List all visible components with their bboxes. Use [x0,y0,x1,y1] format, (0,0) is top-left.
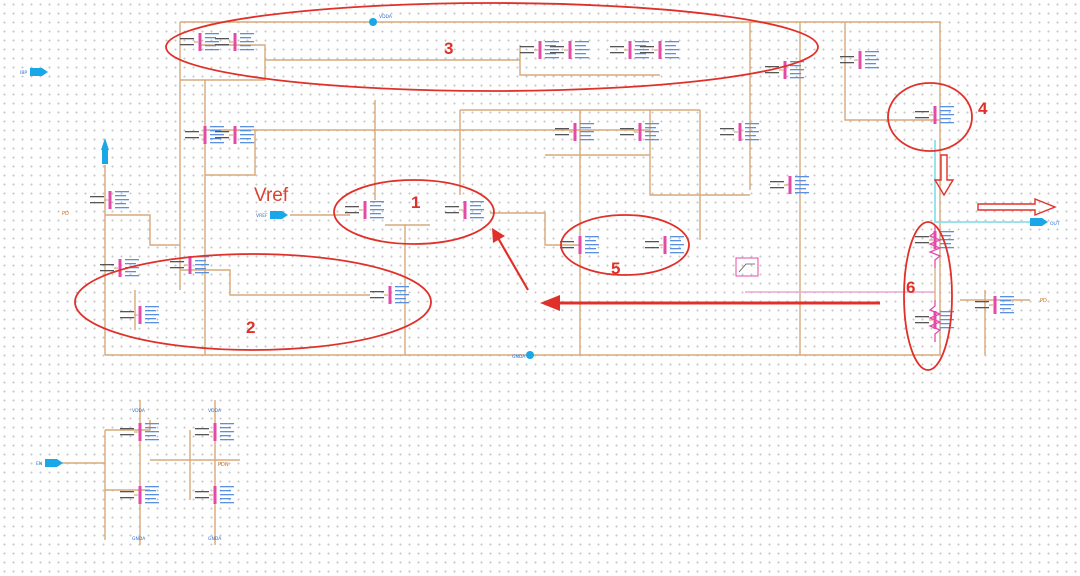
transistor-symbol[interactable] [975,296,1014,314]
transistor-symbol[interactable] [120,486,159,504]
vref-annotation: Vref [254,185,289,206]
region-2-label: 2 [246,318,255,337]
feedback-arrow-head [540,295,560,311]
wire-dp-b [490,212,580,246]
svg-text:GNDA: GNDA [512,354,526,360]
mirror-wire-b [519,45,660,76]
transistor-symbol[interactable] [720,123,759,141]
gnda-b1-label: GNDA [132,536,146,542]
wire-right-c [844,22,940,121]
svg-text:VDDA: VDDA [379,14,393,20]
transistors [90,33,1014,504]
switch-glyph [738,263,755,273]
transistor-symbol[interactable] [645,236,684,254]
transistor-symbol[interactable] [520,41,559,59]
switch-box [735,257,759,277]
transistor-symbol[interactable] [90,191,129,209]
resistors [928,225,942,342]
region-3-label: 3 [444,39,453,58]
pin-gnda-bottom[interactable]: GNDA [512,351,534,360]
transistor-symbol[interactable] [180,33,219,51]
vdda-b2-label: VDDA [208,408,222,414]
transistor-symbol[interactable] [555,123,594,141]
transistor-symbol[interactable] [560,236,599,254]
wires [60,21,1030,545]
region-1-ellipse [333,179,495,245]
transistor-symbol[interactable] [185,126,224,144]
region-4-label: 4 [978,99,988,118]
transistor-symbol[interactable] [610,41,649,59]
pin-left-bottom[interactable]: EN [36,459,63,467]
pdn-label: PDN [218,462,229,468]
pin-top-left-supply[interactable] [101,138,109,164]
transistor-symbol[interactable] [195,423,234,441]
transistor-symbol[interactable] [120,423,159,441]
svg-text:VREF: VREF [256,213,268,219]
transistor-symbol[interactable] [370,286,409,304]
down-hollow-arrow [933,154,955,197]
mirror-wire-a [180,44,266,81]
svg-text:OUT: OUT [1050,221,1060,227]
transistor-symbol[interactable] [345,201,384,219]
cyan-wire [934,140,1030,223]
pin-left-top[interactable]: IBP [20,68,48,76]
region-1-label: 1 [411,193,420,212]
svg-text:IBP: IBP [20,70,27,76]
vdda-b1-label: VDDA [132,408,146,414]
resistor-bottom [928,300,942,342]
transistor-symbol[interactable] [770,176,809,194]
gnda-b2-label: GNDA [208,536,222,542]
transistor-symbol[interactable] [215,33,254,51]
diag-arrow-line [497,237,529,291]
annotations: 3 1 2 5 4 6 Vref [74,2,1057,371]
region-6-ellipse [903,221,953,371]
transistor-symbol[interactable] [120,306,159,324]
pin-out[interactable]: OUT [1030,218,1060,227]
wire-left-b [105,214,180,246]
region-4-ellipse [887,82,973,152]
output-path [934,140,1030,223]
region-6-label: 6 [906,278,915,297]
region-2-ellipse [74,253,432,351]
pd-left-label: PD [62,211,69,217]
transistor-symbol[interactable] [840,51,879,69]
pin-vref[interactable]: VREF [256,211,288,219]
region-3-ellipse [165,2,819,92]
transistor-symbol[interactable] [620,123,659,141]
transistor-symbol[interactable] [915,106,954,124]
region-5-ellipse [560,214,690,276]
wire-mid-b [205,129,256,176]
transistor-symbol[interactable] [195,486,234,504]
pd-right-label: PD [1040,298,1047,304]
pins: VDDA GNDA IBP EN VREF OUT PD PD PDN VDDA [20,14,1060,542]
diag-arrow-head [492,228,505,243]
resistor-top [928,225,942,268]
right-hollow-arrow [977,197,1057,217]
transistor-symbol[interactable] [640,41,679,59]
pin-vdda-top[interactable]: VDDA [369,14,393,26]
wire-left-c [180,269,370,296]
wire-mid-h [649,110,750,196]
vdda-rail [180,21,941,225]
transistor-symbol[interactable] [550,41,589,59]
region-5-label: 5 [611,259,620,278]
svg-text:EN: EN [36,461,42,467]
transistor-symbol[interactable] [445,201,484,219]
transistor-symbol[interactable] [215,126,254,144]
